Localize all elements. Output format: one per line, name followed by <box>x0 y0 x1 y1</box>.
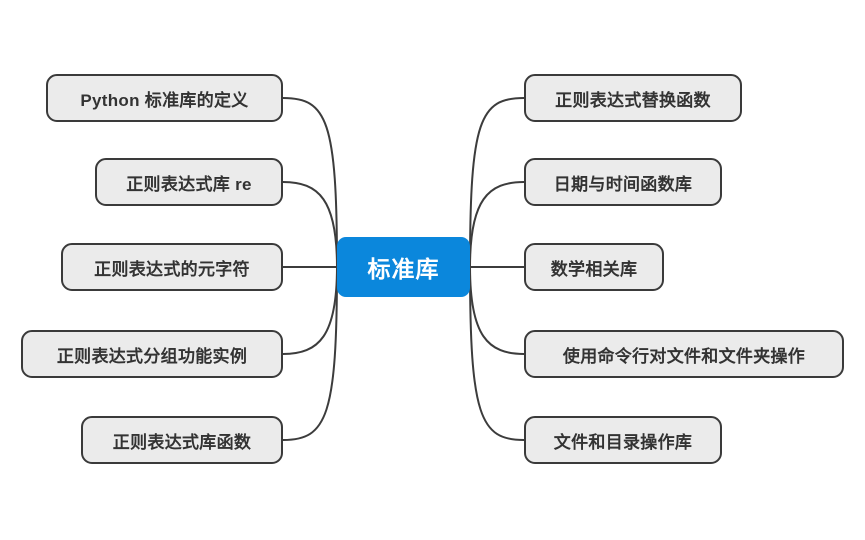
connector-right-5 <box>469 266 525 441</box>
branch-node-left-3[interactable]: 正则表达式的元字符 <box>61 243 283 291</box>
branch-node-left-5[interactable]: 正则表达式库函数 <box>81 416 283 464</box>
connector-left-2 <box>282 181 338 268</box>
branch-node-left-1[interactable]: Python 标准库的定义 <box>46 74 283 122</box>
branch-node-right-3[interactable]: 数学相关库 <box>524 243 664 291</box>
connector-right-4 <box>469 266 525 355</box>
connector-left-4 <box>282 266 338 355</box>
branch-node-right-5[interactable]: 文件和目录操作库 <box>524 416 722 464</box>
branch-node-left-2[interactable]: 正则表达式库 re <box>95 158 283 206</box>
branch-node-right-2[interactable]: 日期与时间函数库 <box>524 158 722 206</box>
connector-right-1 <box>469 97 525 268</box>
center-node[interactable]: 标准库 <box>337 237 470 297</box>
connector-left-5 <box>282 266 338 441</box>
connector-right-2 <box>469 181 525 268</box>
branch-node-right-1[interactable]: 正则表达式替换函数 <box>524 74 742 122</box>
branch-node-right-4[interactable]: 使用命令行对文件和文件夹操作 <box>524 330 844 378</box>
branch-node-left-4[interactable]: 正则表达式分组功能实例 <box>21 330 283 378</box>
connector-left-1 <box>282 97 338 268</box>
